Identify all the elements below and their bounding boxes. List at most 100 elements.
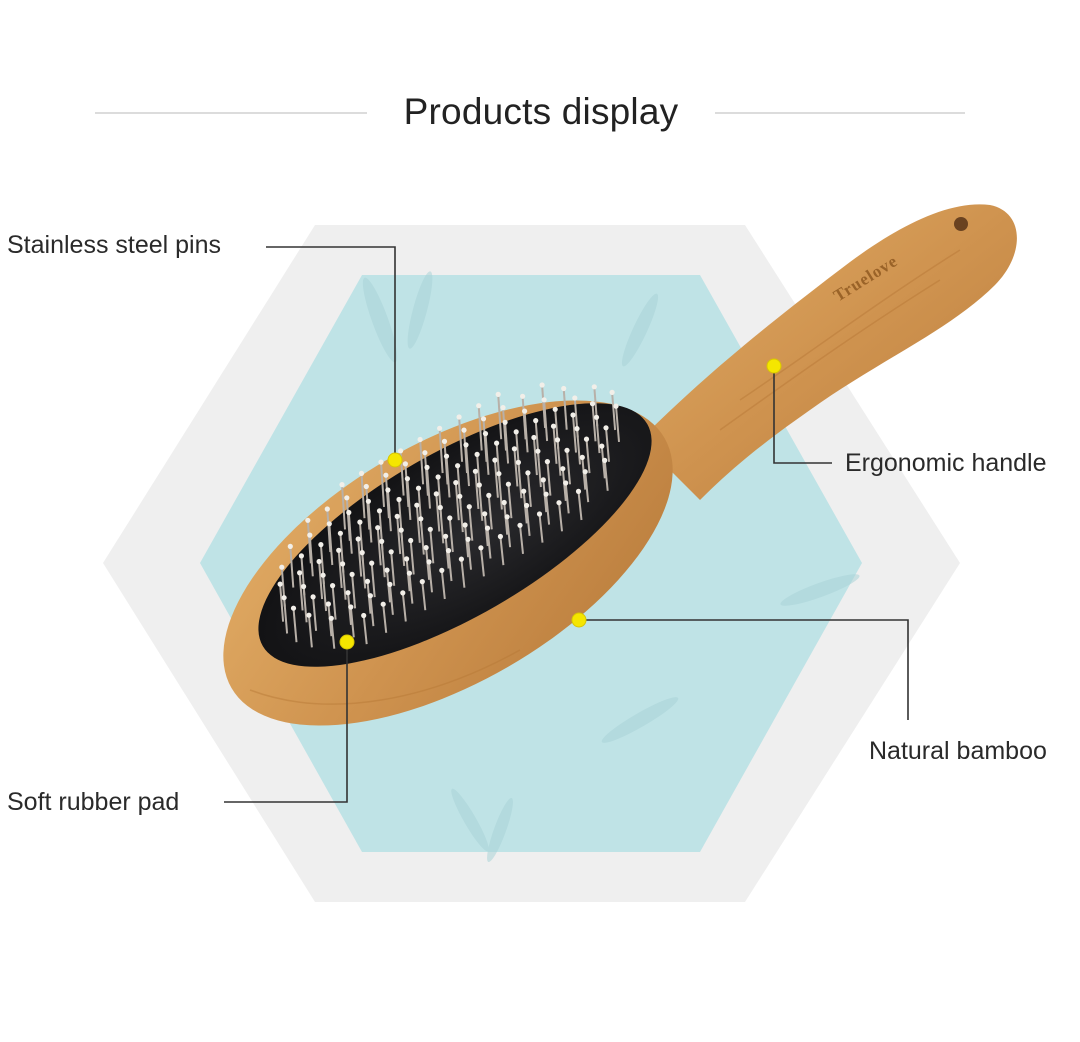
pin-tip bbox=[439, 567, 445, 574]
pin-tip bbox=[603, 425, 609, 431]
pin-tip bbox=[398, 448, 404, 454]
pin bbox=[401, 592, 407, 622]
callout-leader-lines bbox=[224, 246, 909, 803]
pin-tip bbox=[402, 461, 408, 467]
pin bbox=[386, 489, 392, 532]
pin-tip bbox=[305, 517, 311, 523]
pin-tip bbox=[435, 474, 441, 480]
pin-tip bbox=[348, 604, 354, 610]
pin bbox=[330, 618, 336, 649]
pin-tip bbox=[404, 556, 410, 562]
pin-tip bbox=[337, 530, 343, 536]
pin bbox=[445, 456, 451, 498]
leader-line-handle bbox=[773, 366, 832, 464]
callout-markers bbox=[339, 358, 782, 650]
pin-tip bbox=[408, 537, 414, 544]
pin-tip bbox=[505, 481, 511, 487]
pin-tip bbox=[453, 480, 459, 486]
section-header: Products display bbox=[0, 88, 1080, 138]
pin-tip bbox=[447, 515, 453, 521]
pin bbox=[415, 505, 421, 543]
pin-tip bbox=[574, 426, 580, 432]
pin-tip bbox=[462, 522, 468, 528]
pin bbox=[396, 516, 402, 555]
pin-tip bbox=[336, 547, 342, 553]
pin bbox=[556, 439, 562, 476]
pin-tip bbox=[599, 443, 605, 449]
pin bbox=[298, 572, 304, 611]
pin-tip bbox=[437, 504, 443, 511]
marker-pins bbox=[387, 452, 403, 468]
pin-tip bbox=[297, 570, 303, 576]
pin-tip bbox=[478, 545, 484, 551]
pin bbox=[349, 606, 355, 638]
pin bbox=[487, 495, 493, 530]
pin bbox=[584, 471, 590, 503]
pin-tip bbox=[502, 419, 508, 425]
pin-tip bbox=[318, 542, 324, 548]
pin-tip bbox=[378, 459, 384, 465]
pin-tip bbox=[515, 459, 522, 465]
pin-tip bbox=[583, 436, 590, 442]
pin-tip bbox=[355, 536, 361, 542]
pin bbox=[312, 596, 318, 631]
pin-tip bbox=[589, 401, 596, 407]
pin-tip bbox=[279, 564, 285, 570]
pin bbox=[479, 547, 485, 577]
pin-tip bbox=[461, 427, 467, 433]
pin bbox=[536, 451, 542, 488]
pin-tip bbox=[383, 472, 389, 478]
pin-tip bbox=[433, 491, 439, 497]
pin-tip bbox=[422, 450, 428, 456]
callout-label-handle: Ergonomic handle bbox=[845, 449, 1047, 477]
handle-hang-hole bbox=[954, 217, 968, 231]
pin-tip bbox=[364, 578, 371, 585]
pin bbox=[546, 461, 552, 496]
pin-tip bbox=[465, 536, 471, 542]
hairbrush: Truelove bbox=[223, 204, 1017, 726]
pin-tip bbox=[344, 495, 350, 501]
pin-tip bbox=[418, 516, 424, 522]
pin-tip bbox=[561, 385, 567, 392]
pin bbox=[347, 512, 353, 554]
pin-tip bbox=[552, 406, 558, 412]
pin bbox=[421, 581, 427, 611]
pin bbox=[369, 595, 375, 627]
pin bbox=[532, 437, 538, 476]
pin bbox=[328, 523, 334, 566]
pin bbox=[577, 491, 583, 521]
pin-tip bbox=[613, 403, 619, 409]
pin-tip bbox=[437, 425, 443, 431]
pin-tip bbox=[290, 605, 297, 611]
pin bbox=[605, 427, 610, 462]
pin-tip bbox=[310, 594, 316, 600]
pin-tip bbox=[533, 418, 539, 424]
pin-tip bbox=[541, 397, 547, 403]
pin bbox=[289, 546, 295, 588]
pin bbox=[572, 414, 577, 453]
pin bbox=[390, 551, 396, 586]
pin bbox=[477, 405, 483, 451]
pin-tip bbox=[563, 480, 569, 486]
pin-tip bbox=[287, 543, 293, 550]
pin-tip bbox=[456, 414, 462, 420]
pin bbox=[506, 516, 512, 548]
pin-tip bbox=[494, 440, 500, 446]
pin-tip bbox=[345, 590, 351, 596]
pin-tip bbox=[497, 533, 503, 540]
pin-tip bbox=[379, 538, 385, 545]
pin-tip bbox=[301, 583, 307, 590]
pin bbox=[576, 428, 581, 465]
pin bbox=[376, 527, 382, 566]
pin bbox=[419, 439, 425, 485]
pin-tip bbox=[466, 504, 472, 510]
pin bbox=[370, 563, 376, 598]
pin-tip bbox=[443, 533, 449, 539]
pin bbox=[423, 452, 429, 496]
pin-tip bbox=[521, 488, 527, 494]
pin bbox=[595, 417, 601, 454]
pin-tip bbox=[560, 466, 566, 472]
pin bbox=[478, 484, 484, 521]
pin bbox=[351, 574, 357, 609]
callout-label-bamboo: Natural bamboo bbox=[869, 737, 1047, 765]
